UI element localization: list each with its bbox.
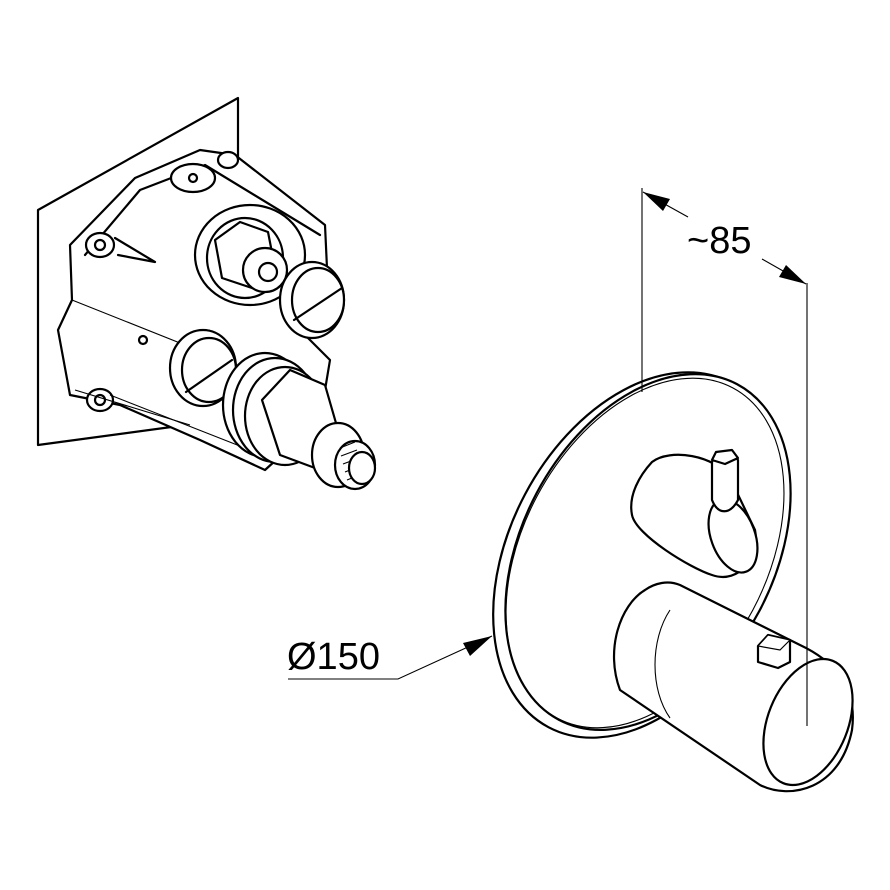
knob-band-line: [654, 609, 671, 719]
dimension-label-projection: ~85: [687, 220, 751, 262]
top-boss: [169, 162, 217, 194]
cartridge-outlet: [221, 351, 377, 491]
screw-slot-icon: [292, 286, 344, 322]
upper-outlet: [193, 203, 307, 307]
mounting-lug-upper: [84, 231, 116, 259]
diverter-handle: [630, 448, 759, 578]
screw-slot-icon: [184, 358, 234, 394]
body-edge: [109, 394, 251, 451]
arrowhead-icon: [779, 265, 806, 284]
slotted-plug-right: [278, 260, 346, 340]
dimension-projection: ~85: [641, 188, 808, 726]
finish-trim: [492, 371, 854, 793]
rough-in-valve-body: [36, 96, 377, 491]
mounting-lug-top: [216, 150, 240, 170]
pointer-fin: [113, 236, 157, 264]
arrowhead-icon: [643, 192, 670, 211]
small-port: [137, 334, 149, 346]
dimension-label-diameter: Ø150: [287, 636, 380, 678]
lug-hole-icon: [93, 393, 107, 407]
cover-plate-chamfer: [505, 377, 785, 729]
arrowhead-icon: [463, 636, 492, 656]
dimension-diameter: Ø150: [287, 635, 493, 680]
top-boss-hole: [187, 172, 199, 184]
thermostat-knob: [612, 581, 854, 793]
lug-hole-icon: [93, 238, 107, 252]
mounting-lug-lower: [85, 387, 115, 413]
leader-line: [288, 635, 493, 680]
